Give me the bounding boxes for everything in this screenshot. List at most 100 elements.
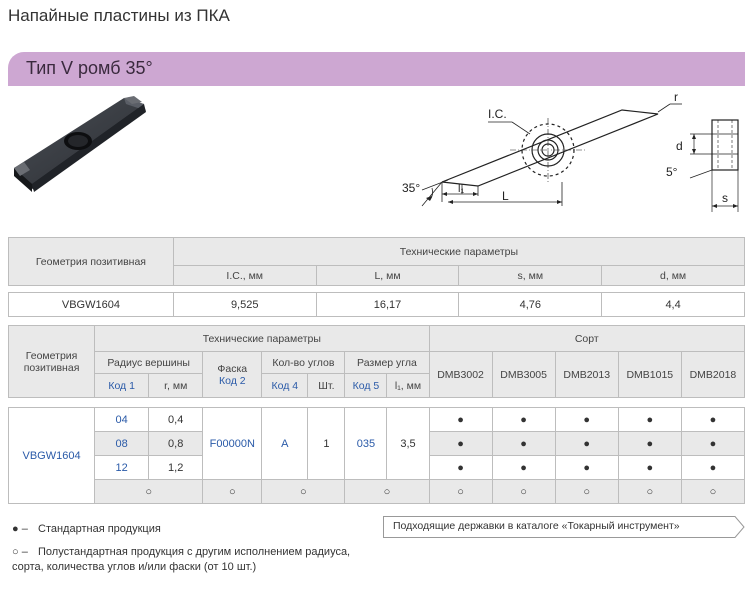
radius-label: r xyxy=(674,90,678,104)
l-value: 16,17 xyxy=(315,292,460,317)
col-ic: I.C., мм xyxy=(172,265,317,286)
dash: – xyxy=(21,523,28,535)
catalog-link-frame xyxy=(383,516,745,538)
chamfer-code: Код 2 xyxy=(218,374,246,387)
r-value: 1,2 xyxy=(148,455,204,480)
std-mark: ● xyxy=(428,407,493,432)
semi-mark: ○ xyxy=(202,479,263,504)
insert-photo xyxy=(14,96,146,192)
ic-label: I.C. xyxy=(488,107,507,121)
corners-code-value: A xyxy=(261,407,309,480)
dimensions-header-table: Геометрия позитивная Технические парамет… xyxy=(8,237,746,286)
type-banner-title: Тип V ромб 35° xyxy=(26,58,153,78)
geometry-header-2-label: Геометрия позитивная xyxy=(23,349,80,374)
l1-label: l₁ xyxy=(458,183,464,195)
parameters-header-table: Геометрия позитивная Технические парамет… xyxy=(7,325,746,398)
std-mark: ● xyxy=(428,431,493,456)
catalog-link-label: Подходящие державки в каталоге «Токарный… xyxy=(393,520,680,532)
grade-col-2: DMB3005 xyxy=(491,351,556,398)
code1-value: 04 xyxy=(94,407,150,432)
r-value: 0,8 xyxy=(148,431,204,456)
grade-col-3: DMB2013 xyxy=(554,351,619,398)
std-mark: ● xyxy=(617,455,682,480)
std-mark: ● xyxy=(680,431,746,456)
d-value: 4,4 xyxy=(601,292,745,317)
tech-params-header: Технические параметры xyxy=(172,237,746,266)
s-value: 4,76 xyxy=(458,292,603,317)
semi-mark: ○ xyxy=(94,479,204,504)
dash: – xyxy=(21,546,28,558)
legend-semistandard: ○ –Полустандартная продукция с другим ис… xyxy=(12,545,350,575)
code4-header: Код 4 xyxy=(261,373,309,398)
pcs-header: Шт. xyxy=(307,373,346,398)
semi-mark: ○ xyxy=(261,479,346,504)
std-mark: ● xyxy=(554,455,619,480)
std-mark: ● xyxy=(554,431,619,456)
legend-semistandard-text-1: Полустандартная продукция с другим испол… xyxy=(38,546,351,558)
geometry-cell: VBGW1604 xyxy=(8,292,174,317)
insert-diagram: I.C. r d 5° s 35° l₁ L xyxy=(402,90,739,212)
std-mark: ● xyxy=(617,431,682,456)
grade-header: Сорт xyxy=(428,325,746,352)
angle-l1-value: 3,5 xyxy=(386,407,430,480)
tech-params-header-2: Технические параметры xyxy=(94,325,430,352)
legend-standard: ● –Стандартная продукция xyxy=(12,522,161,537)
r-mm-header: r, мм xyxy=(148,373,204,398)
semi-mark: ○ xyxy=(491,479,556,504)
chamfer-title: Фаска xyxy=(217,362,248,375)
s-label: s xyxy=(722,191,728,205)
std-mark: ● xyxy=(491,455,556,480)
grade-col-4: DMB1015 xyxy=(617,351,682,398)
semi-mark: ○ xyxy=(617,479,682,504)
angle-5-label: 5° xyxy=(666,165,678,179)
semi-mark: ○ xyxy=(680,479,746,504)
d-label: d xyxy=(676,139,683,153)
std-dot: ● xyxy=(12,523,19,535)
r-value: 0,4 xyxy=(148,407,204,432)
std-mark: ● xyxy=(680,455,746,480)
legend-standard-text: Стандартная продукция xyxy=(38,523,161,535)
semi-mark: ○ xyxy=(554,479,619,504)
table-row: 12 1,2 ● ● ● ● ● xyxy=(9,455,746,480)
geometry-header-2: Геометрия позитивная xyxy=(7,325,96,398)
code1-value: 12 xyxy=(94,455,150,480)
geometry-cell-2: VBGW1604 xyxy=(7,407,96,504)
semi-dot: ○ xyxy=(12,546,19,558)
parameters-data-table: VBGW1604 04 0,4 F00000N A 1 035 3,5 ● ● … xyxy=(7,407,746,504)
dimensions-data-table: VBGW1604 9,525 16,17 4,76 4,4 xyxy=(8,292,745,317)
semi-mark: ○ xyxy=(428,479,493,504)
l-label: L xyxy=(502,189,509,203)
ic-value: 9,525 xyxy=(172,292,317,317)
col-s: s, мм xyxy=(458,265,603,286)
code1-value: 08 xyxy=(94,431,150,456)
page-title: Напайные пластины из ПКА xyxy=(8,6,230,25)
std-mark: ● xyxy=(491,431,556,456)
geometry-header: Геометрия позитивная xyxy=(8,237,174,286)
catalog-link[interactable]: Подходящие державки в каталоге «Токарный… xyxy=(383,516,745,538)
type-banner: Тип V ромб 35° xyxy=(8,52,745,86)
col-l: L, мм xyxy=(315,265,460,286)
chamfer-value: F00000N xyxy=(202,407,263,480)
table-row: ○ ○ ○ ○ ○ ○ ○ ○ ○ xyxy=(8,479,746,504)
corners-pcs-value: 1 xyxy=(307,407,346,480)
col-d: d, мм xyxy=(601,265,745,286)
code1-header: Код 1 xyxy=(94,373,150,398)
legend-std-symbol: ● – xyxy=(12,522,38,537)
table-row: 08 0,8 ● ● ● ● ● xyxy=(8,431,746,456)
semi-mark: ○ xyxy=(344,479,430,504)
std-mark: ● xyxy=(428,455,493,480)
code5-header: Код 5 xyxy=(344,373,388,398)
std-mark: ● xyxy=(617,407,682,432)
l1-mm-header: l₁, мм xyxy=(386,373,430,398)
grade-col-5: DMB2018 xyxy=(680,351,746,398)
corners-header: Кол-во углов xyxy=(261,351,346,374)
table-row: VBGW1604 04 0,4 F00000N A 1 035 3,5 ● ● … xyxy=(7,407,746,504)
std-mark: ● xyxy=(491,407,556,432)
legend-semistandard-text-2: сорта, количества углов и/или фаски (от … xyxy=(12,561,257,573)
grade-col-1: DMB3002 xyxy=(428,351,493,398)
chamfer-header: Фаска Код 2 xyxy=(202,351,263,398)
angle-code-value: 035 xyxy=(344,407,388,480)
angle-size-header: Размер угла xyxy=(344,351,430,374)
table-row: VBGW1604 9,525 16,17 4,76 4,4 xyxy=(8,292,745,317)
legend-semi-symbol: ○ – xyxy=(12,545,38,560)
